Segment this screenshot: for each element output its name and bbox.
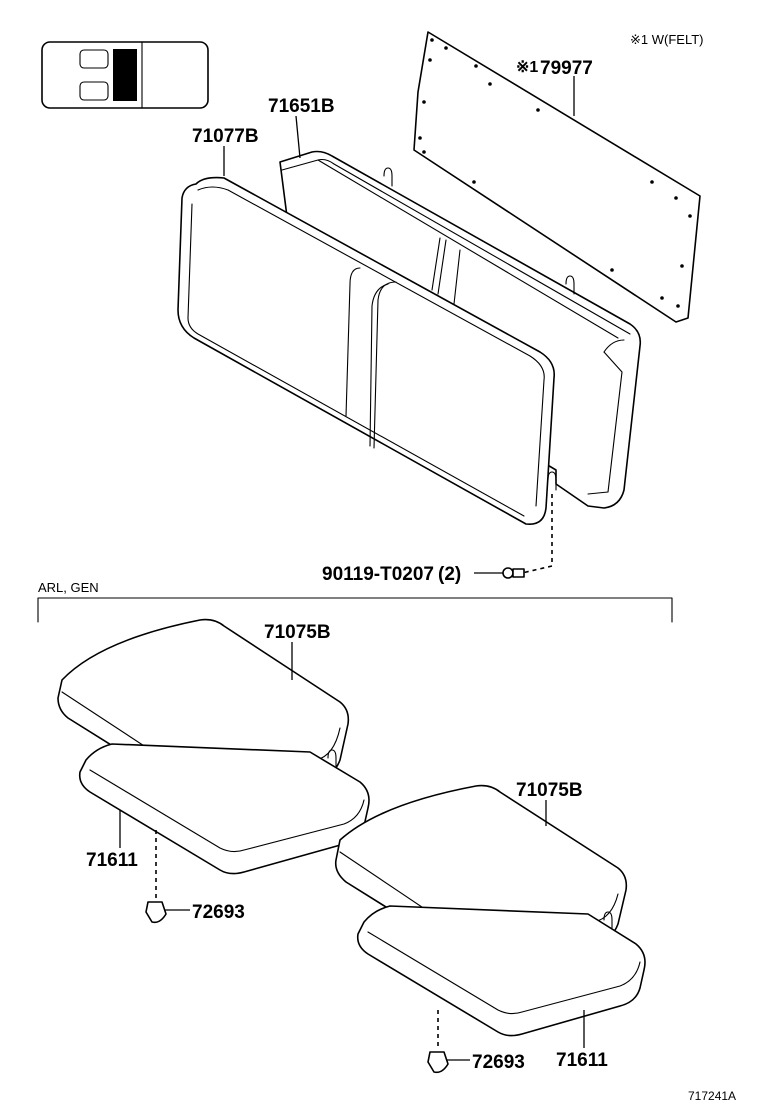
vehicle-location-icon [41, 41, 209, 109]
clip-icon-left [145, 901, 167, 924]
bolt-icon [502, 567, 525, 579]
section-bracket [37, 597, 673, 623]
part-number-79977: 79977 [540, 58, 593, 79]
figure-reference: 717241A [688, 1089, 736, 1103]
part-number-71611-right: 71611 [556, 1050, 608, 1071]
part-number-72693-left: 72693 [192, 902, 245, 923]
part-number-71651B: 71651B [268, 96, 335, 117]
felt-note: ※1 W(FELT) [630, 32, 703, 47]
section-label: ARL, GEN [38, 580, 99, 595]
part-number-90119-T0207: 90119-T0207(2) [322, 564, 461, 585]
panel-note-mark: ※1 [516, 59, 538, 76]
clip-icon-right [427, 1051, 449, 1074]
seatback-hook [547, 471, 557, 491]
part-number-71611-left: 71611 [86, 850, 138, 871]
cushion-pad-right-71611 [356, 905, 646, 1037]
part-number-71075B-left: 71075B [264, 622, 331, 643]
part-number-71077B: 71077B [192, 126, 259, 147]
part-number-71075B-right: 71075B [516, 780, 583, 801]
seatback-cover-71077B [177, 176, 556, 525]
panel-79977 [413, 31, 701, 323]
part-number-72693-right: 72693 [472, 1052, 525, 1073]
